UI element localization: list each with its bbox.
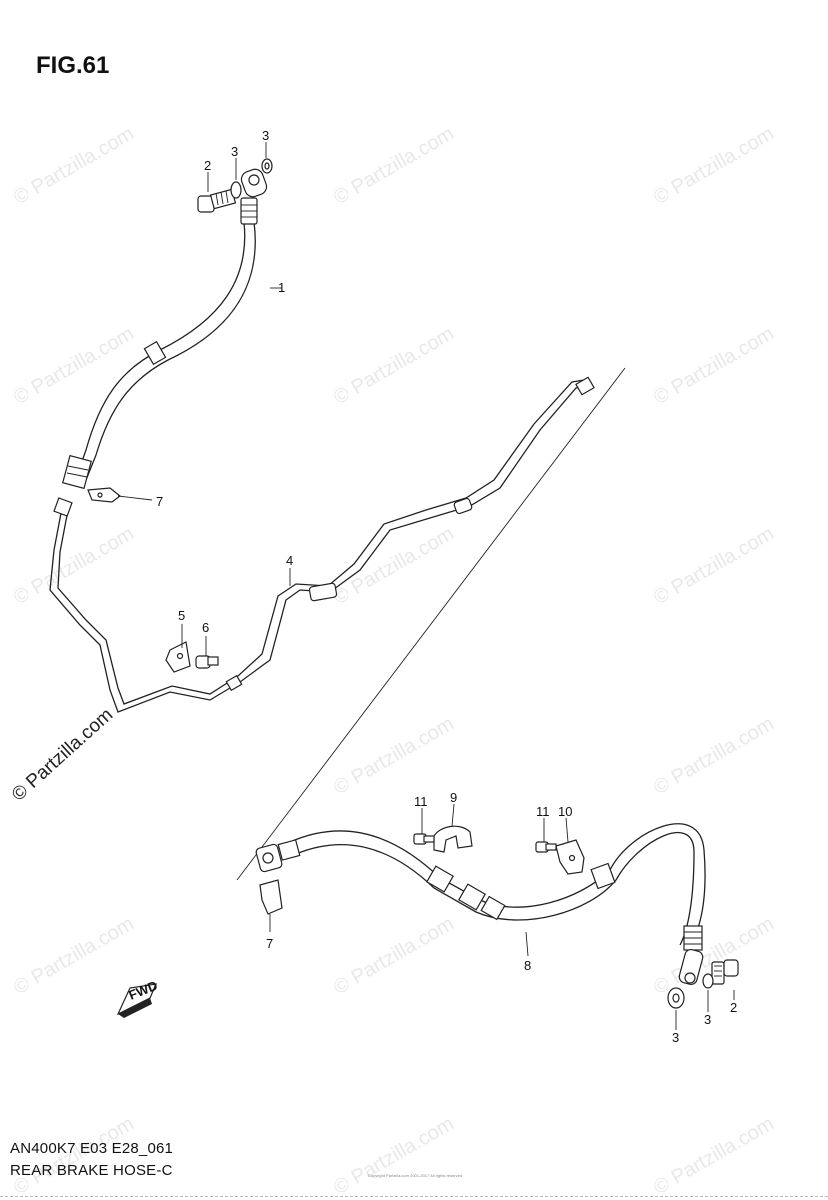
gasket-3-top-right[interactable]	[261, 158, 273, 174]
gasket-3-lower-left[interactable]	[667, 987, 685, 1009]
callout-3: 3	[704, 1012, 711, 1027]
copyright-notice: Copyright Partzilla.com 2001-2017 All ri…	[367, 1173, 463, 1178]
bottom-divider	[0, 1196, 828, 1197]
bolt-11-left[interactable]	[413, 833, 435, 845]
brake-hose-8[interactable]	[255, 823, 706, 951]
leader-line	[451, 803, 455, 827]
union-bolt-2-lower[interactable]	[711, 959, 739, 985]
callout-2: 2	[204, 158, 211, 173]
callout-9: 9	[450, 790, 457, 805]
banjo-fitting	[240, 168, 268, 198]
callout-3: 3	[231, 144, 238, 159]
diagram-name: REAR BRAKE HOSE-C	[10, 1162, 173, 1179]
diagram-code: AN400K7 E03 E28_061	[10, 1140, 174, 1157]
bracket-5[interactable]	[165, 641, 191, 673]
callout-3: 3	[262, 128, 269, 143]
callout-11: 11	[414, 794, 428, 809]
fwd-arrow-icon: FWD	[116, 978, 160, 1018]
figure-title: FIG.61	[36, 52, 110, 79]
callout-3: 3	[672, 1030, 679, 1045]
gasket-3-lower-right[interactable]	[702, 973, 714, 989]
callout-7: 7	[266, 936, 273, 951]
callout-4: 4	[286, 553, 293, 568]
leader-line	[525, 931, 529, 957]
banjo-fitting-lower	[678, 948, 704, 986]
leader-line	[117, 495, 153, 501]
clamp-7-upper[interactable]	[87, 487, 121, 503]
callout-2: 2	[730, 1000, 737, 1015]
callout-11: 11	[536, 804, 550, 819]
callout-10: 10	[558, 804, 572, 819]
callout-1: 1	[278, 280, 285, 295]
callout-7: 7	[156, 494, 163, 509]
clamp-10[interactable]	[555, 839, 585, 875]
brake-hose-1[interactable]	[62, 197, 258, 490]
callout-8: 8	[524, 958, 531, 973]
clamp-9[interactable]	[433, 825, 473, 853]
gasket-3-top-left[interactable]	[230, 181, 242, 199]
union-bolt-2-top[interactable]	[197, 188, 237, 213]
bolt-11-right[interactable]	[535, 841, 557, 853]
bolt-6[interactable]	[195, 655, 219, 669]
brake-pipe-4[interactable]	[49, 376, 595, 713]
callout-5: 5	[178, 608, 185, 623]
section-divider-line	[236, 367, 626, 881]
leader-line	[565, 817, 569, 843]
callout-6: 6	[202, 620, 209, 635]
clamp-7-lower[interactable]	[259, 879, 283, 915]
